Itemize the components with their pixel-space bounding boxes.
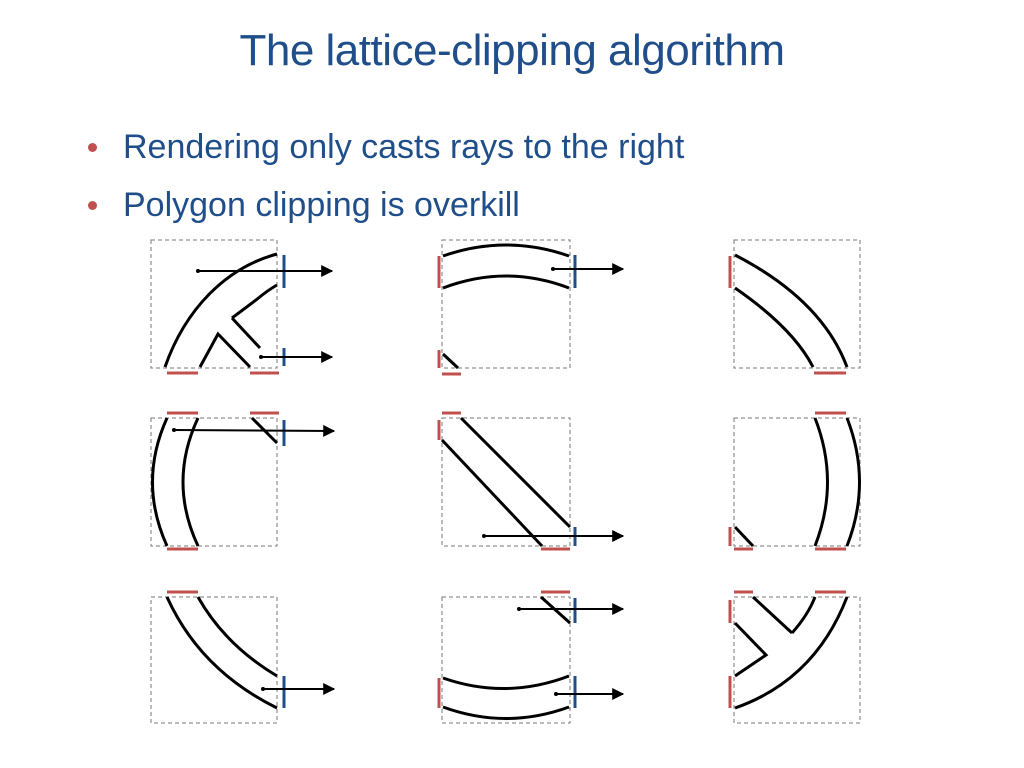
bullet-item: Polygon clipping is overkill <box>86 176 684 234</box>
lattice-cell <box>150 590 336 724</box>
ray-arrow <box>173 424 336 437</box>
curve-stroke <box>196 596 278 678</box>
lattice-cell <box>728 411 861 551</box>
curve-stroke <box>163 252 278 368</box>
curve-stroke <box>442 274 570 290</box>
cell-border <box>733 239 861 369</box>
cell-border <box>441 417 571 547</box>
cell-border <box>150 596 278 724</box>
lattice-cell <box>437 239 625 376</box>
lattice-cell <box>437 411 625 551</box>
curve-stroke <box>440 438 544 548</box>
bullet-list: Rendering only casts rays to the right P… <box>86 118 684 234</box>
curve-stroke <box>845 417 861 547</box>
bullet-text: Polygon clipping is overkill <box>123 185 520 224</box>
slide-title: The lattice-clipping algorithm <box>239 26 785 75</box>
cell-border <box>150 417 278 547</box>
curve-stroke <box>181 417 200 547</box>
curve-stroke <box>441 352 460 370</box>
bullet-item: Rendering only casts rays to the right <box>86 118 684 176</box>
curve-stroke <box>733 621 769 678</box>
curve-stroke <box>165 596 278 710</box>
curve-stroke <box>734 286 815 368</box>
cell-border <box>733 417 861 547</box>
cell-border <box>441 239 571 369</box>
lattice-cell <box>728 590 861 724</box>
lattice-cell <box>150 239 334 375</box>
curve-stroke <box>198 331 252 369</box>
lattice-cell <box>728 239 861 375</box>
cell-border <box>441 596 571 724</box>
bullet-marker-icon <box>88 200 97 210</box>
cell-border <box>150 239 278 369</box>
curve-stroke <box>751 595 794 635</box>
bullet-text: Rendering only casts rays to the right <box>123 127 685 166</box>
curve-stroke <box>151 417 169 547</box>
curve-stroke <box>734 596 849 710</box>
curve-stroke <box>459 416 572 529</box>
curve-stroke <box>231 283 278 320</box>
curve-stroke <box>734 253 849 368</box>
cell-border <box>733 596 861 724</box>
curve-stroke <box>442 674 570 690</box>
curve-stroke <box>442 243 570 258</box>
curve-stroke <box>790 596 817 634</box>
curve-stroke <box>813 417 829 547</box>
lattice-cell <box>437 590 625 724</box>
lattice-cell <box>150 411 336 551</box>
bullet-marker-icon <box>88 142 97 152</box>
curve-stroke <box>442 705 570 720</box>
curve-stroke <box>230 316 262 350</box>
curve-stroke <box>733 525 755 548</box>
